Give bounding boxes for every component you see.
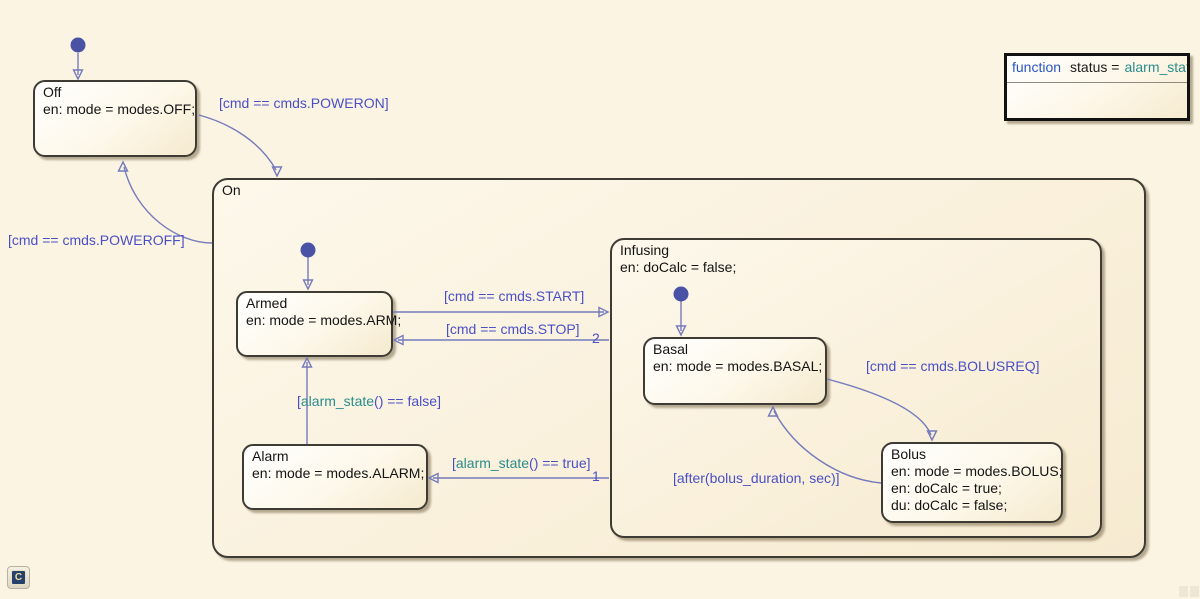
state-off-action: en: mode = modes.OFF; (43, 101, 196, 117)
state-bolus-action: du: doCalc = false; (891, 497, 1008, 513)
transition-label-alarm-false[interactable]: [alarm_state() == false] (297, 393, 441, 409)
state-basal[interactable]: Basal en: mode = modes.BASAL; (643, 337, 827, 405)
transition-label-stop[interactable]: [cmd == cmds.STOP] (446, 321, 580, 337)
state-off[interactable]: Off en: mode = modes.OFF; (33, 80, 197, 157)
label-part: [ (297, 393, 301, 409)
transition-label-bolusreq[interactable]: [cmd == cmds.BOLUSREQ] (866, 358, 1040, 374)
state-alarm-action: en: mode = modes.ALARM; (252, 465, 425, 481)
alarm-state-function-ref: alarm_state (300, 393, 375, 409)
c-language-icon: C (11, 570, 26, 585)
transition-label-alarm-true[interactable]: [alarm_state() == true] (452, 455, 591, 471)
arrowhead-icon (117, 160, 129, 172)
action-language-badge[interactable]: C (7, 566, 30, 589)
transition-priority-2[interactable]: 2 (592, 330, 600, 346)
state-basal-title: Basal (653, 341, 689, 357)
transition-label-after-bolus[interactable]: [after(bolus_duration, sec)] (673, 470, 840, 486)
state-bolus-title: Bolus (891, 446, 927, 462)
state-infusing-action: en: doCalc = false; (620, 259, 737, 275)
scrollbar-corner (1179, 586, 1188, 597)
initial-state-dot[interactable] (70, 37, 86, 53)
state-bolus-action: en: doCalc = true; (891, 480, 1002, 496)
state-armed-action: en: mode = modes.ARM; (246, 312, 402, 328)
arrowhead-icon (72, 69, 84, 81)
state-bolus-action: en: mode = modes.BOLUS; (891, 463, 1063, 479)
graphical-function-signature: function status =alarm_state (1007, 56, 1187, 83)
function-keyword: function (1012, 59, 1062, 75)
state-basal-action: en: mode = modes.BASAL; (653, 358, 823, 374)
state-alarm-title: Alarm (252, 448, 289, 464)
transition-poweron[interactable] (198, 114, 277, 171)
state-armed-title: Armed (246, 295, 288, 311)
state-infusing-title: Infusing (620, 242, 670, 258)
state-armed[interactable]: Armed en: mode = modes.ARM; (236, 291, 402, 357)
graphical-function-box[interactable]: function status =alarm_state (1004, 53, 1190, 121)
arrowhead-icon (271, 166, 283, 178)
label-part: () == false] (374, 393, 441, 409)
state-bolus[interactable]: Bolus en: mode = modes.BOLUS; en: doCalc… (881, 442, 1063, 523)
scrollbar-corner (1190, 586, 1199, 597)
transition-label-start[interactable]: [cmd == cmds.START] (444, 288, 585, 304)
label-part: () == true] (529, 455, 591, 471)
function-name: alarm_state (1124, 59, 1187, 75)
alarm-state-function-ref: alarm_state (455, 455, 530, 471)
label-part: [ (452, 455, 456, 471)
transition-priority-1[interactable]: 1 (592, 468, 600, 484)
state-alarm[interactable]: Alarm en: mode = modes.ALARM; (242, 444, 428, 510)
transition-label-poweroff[interactable]: [cmd == cmds.POWEROFF] (8, 232, 185, 248)
state-on-title: On (222, 182, 241, 198)
transition-label-poweron[interactable]: [cmd == cmds.POWERON] (219, 95, 389, 111)
state-off-title: Off (43, 84, 62, 100)
function-output: status = (1070, 59, 1120, 75)
